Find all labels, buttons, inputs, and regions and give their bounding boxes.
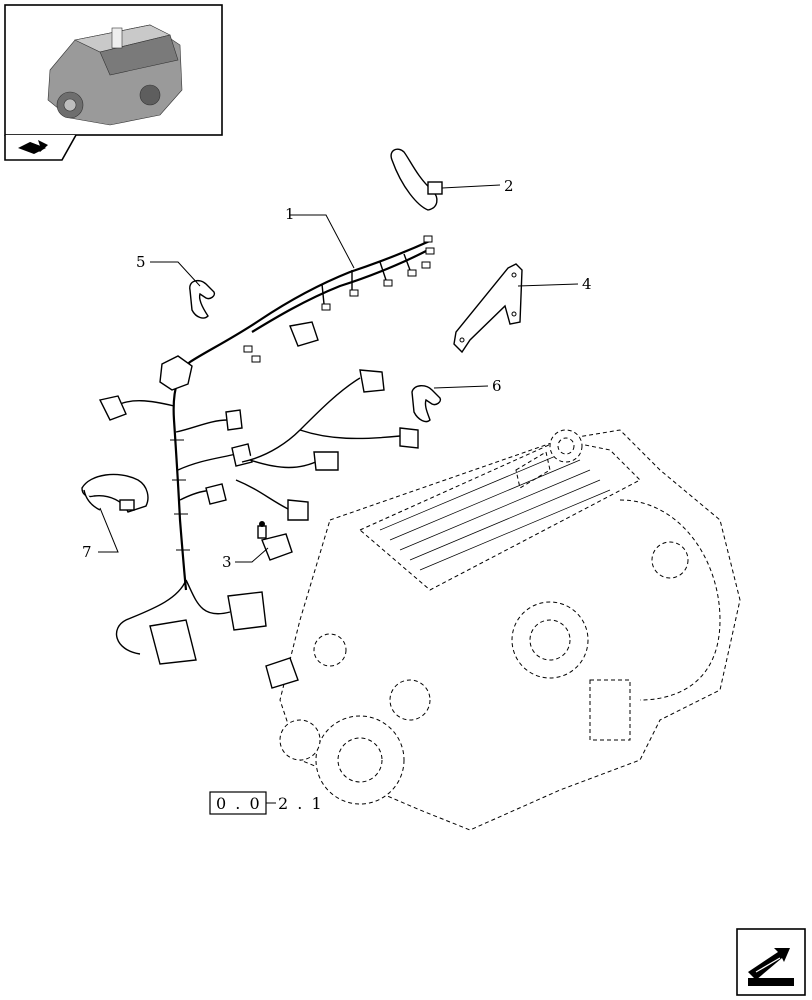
callout-4: 4: [582, 275, 592, 293]
engine-assembly-drawing: [265, 429, 741, 831]
callout-2: 2: [504, 177, 514, 195]
part-5-clip: [189, 279, 216, 319]
next-page-button[interactable]: [736, 928, 806, 996]
callout-1: 1: [285, 205, 295, 223]
part-7-cable-tie: [81, 473, 149, 513]
part-3-sensor: [257, 521, 293, 561]
reference-boxed-text: 0 . 0: [216, 794, 262, 813]
reference-code: 0 . 0 2 . 1: [209, 791, 324, 815]
engine-thumbnail-icon: [47, 24, 183, 126]
part-2-strap-clip: [390, 148, 443, 211]
next-page-arrow-icon: [748, 948, 794, 986]
callout-3: 3: [222, 553, 232, 571]
callout-5: 5: [136, 253, 146, 271]
book-arrow-icon: [18, 140, 48, 154]
part-1-wiring-harness: [98, 235, 435, 665]
part-6-clip: [411, 385, 442, 423]
reference-suffix-text: 2 . 1: [278, 794, 324, 813]
engine-thumbnail: [4, 4, 223, 161]
callout-6: 6: [492, 377, 502, 395]
part-4-bracket: [453, 263, 523, 354]
callout-7: 7: [82, 543, 92, 561]
